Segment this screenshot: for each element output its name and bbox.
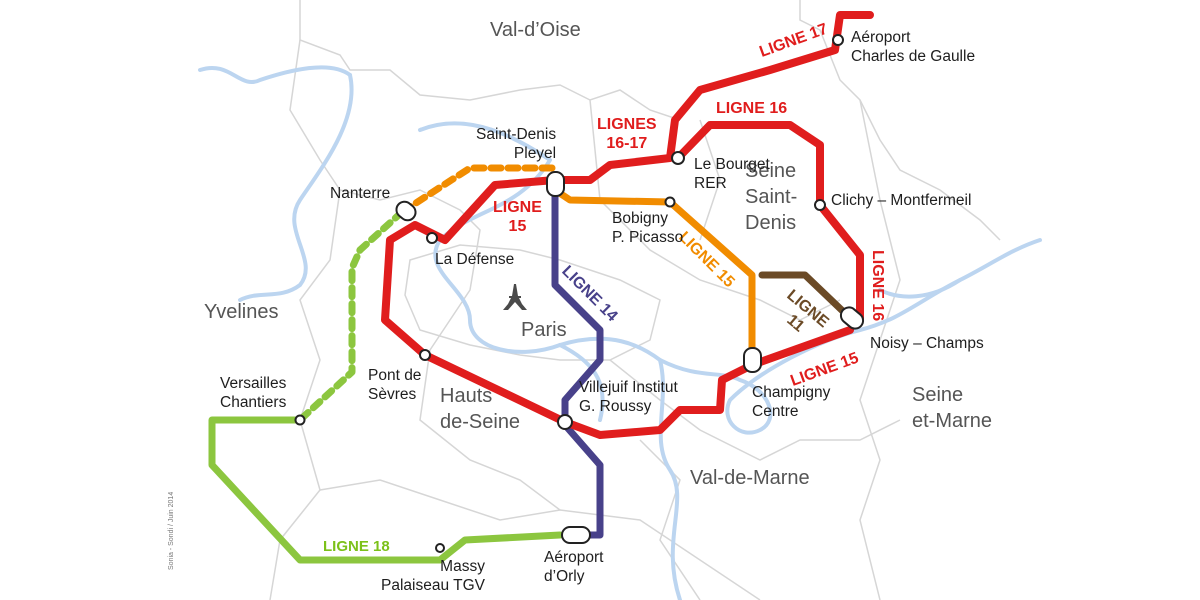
border-south xyxy=(319,479,761,600)
station-label-noisy: Noisy – Champs xyxy=(870,335,984,352)
station-label-le-bourget: Le Bourget RER xyxy=(694,156,770,192)
border-extra-2 xyxy=(639,439,701,600)
line-18 xyxy=(208,208,564,564)
border-val-de-marne xyxy=(609,359,901,461)
station-label-la-defense: La Défense xyxy=(435,251,515,268)
river-seine-loop xyxy=(418,121,742,382)
station-label-saint-denis: Saint-Denis Pleyel xyxy=(476,126,557,162)
eiffel-tower-icon xyxy=(503,284,527,310)
station-label-nanterre: Nanterre xyxy=(330,185,391,202)
border-val-doise xyxy=(299,0,681,121)
station-orly-marker xyxy=(561,526,591,544)
river-seine-south xyxy=(658,358,682,600)
river-east xyxy=(878,278,962,299)
line-18-label: LIGNE 18 xyxy=(323,538,390,555)
map-credit: Sonia - Sondi / Juin 2014 xyxy=(168,491,175,570)
line-11 xyxy=(758,271,854,322)
river-bievre xyxy=(558,343,605,422)
line-16-label-north: LIGNE 16 xyxy=(716,100,788,117)
region-val-doise: Val-d’Oise xyxy=(490,19,581,41)
border-seine-et-marne xyxy=(859,99,901,600)
department-borders xyxy=(269,0,1001,600)
region-seine-saint-denis: Seine Saint- Denis xyxy=(745,160,798,234)
station-massy-marker xyxy=(435,543,445,553)
station-label-villejuif: Villejuif Institut G. Roussy xyxy=(579,379,678,415)
station-la-defense-marker xyxy=(426,232,438,244)
river-oise xyxy=(198,65,352,84)
line-18-dashed xyxy=(296,208,406,424)
region-seine-et-marne: Seine et-Marne xyxy=(912,384,993,432)
station-noisy-marker xyxy=(839,306,865,330)
border-yvelines xyxy=(269,39,341,600)
station-le-bourget-marker xyxy=(671,151,685,165)
station-villejuif-marker xyxy=(557,414,573,430)
border-extra-1 xyxy=(699,119,721,241)
station-champigny-marker xyxy=(743,347,762,373)
line-16-17-red xyxy=(551,11,874,184)
line-16-red xyxy=(674,121,864,324)
station-versailles-marker xyxy=(294,414,306,426)
border-hauts-de-seine xyxy=(339,189,561,511)
region-val-de-marne: Val-de-Marne xyxy=(690,467,810,489)
lines-16-17-label: LIGNES 16-17 xyxy=(597,116,657,152)
station-bobigny-marker xyxy=(664,196,676,208)
line-18-solid xyxy=(208,416,564,564)
station-label-clichy: Clichy – Montfermeil xyxy=(831,192,972,209)
station-cdg-marker xyxy=(832,34,844,46)
line-14 xyxy=(551,176,604,539)
region-hauts-de-seine: Hauts de-Seine xyxy=(440,385,521,433)
station-label-pont-sevres: Pont de Sèvres xyxy=(368,367,422,403)
station-saint-denis-marker xyxy=(546,171,565,197)
station-label-orly: Aéroport d’Orly xyxy=(544,549,604,585)
river-marne xyxy=(725,238,1042,435)
station-label-champigny: Champigny Centre xyxy=(752,384,831,420)
station-label-massy: Massy Palaiseau TGV xyxy=(381,558,485,594)
border-paris xyxy=(404,244,661,361)
rivers xyxy=(198,65,1042,600)
region-yvelines: Yvelines xyxy=(204,301,279,323)
region-paris: Paris xyxy=(521,319,567,341)
line-15-orange-dashed xyxy=(398,164,559,216)
station-label-cdg: Aéroport Charles de Gaulle xyxy=(851,29,976,65)
station-pont-sevres-marker xyxy=(419,349,431,361)
line-16-label-east: LIGNE 16 xyxy=(869,250,886,322)
line-15-label-west: LIGNE 15 xyxy=(493,199,542,235)
station-label-bobigny: Bobigny P. Picasso xyxy=(612,210,684,246)
station-nanterre-marker xyxy=(395,200,417,222)
stations xyxy=(294,34,865,553)
station-clichy-marker xyxy=(814,199,826,211)
station-label-versailles: Versailles Chantiers xyxy=(220,375,287,411)
river-seine-north xyxy=(238,73,354,302)
